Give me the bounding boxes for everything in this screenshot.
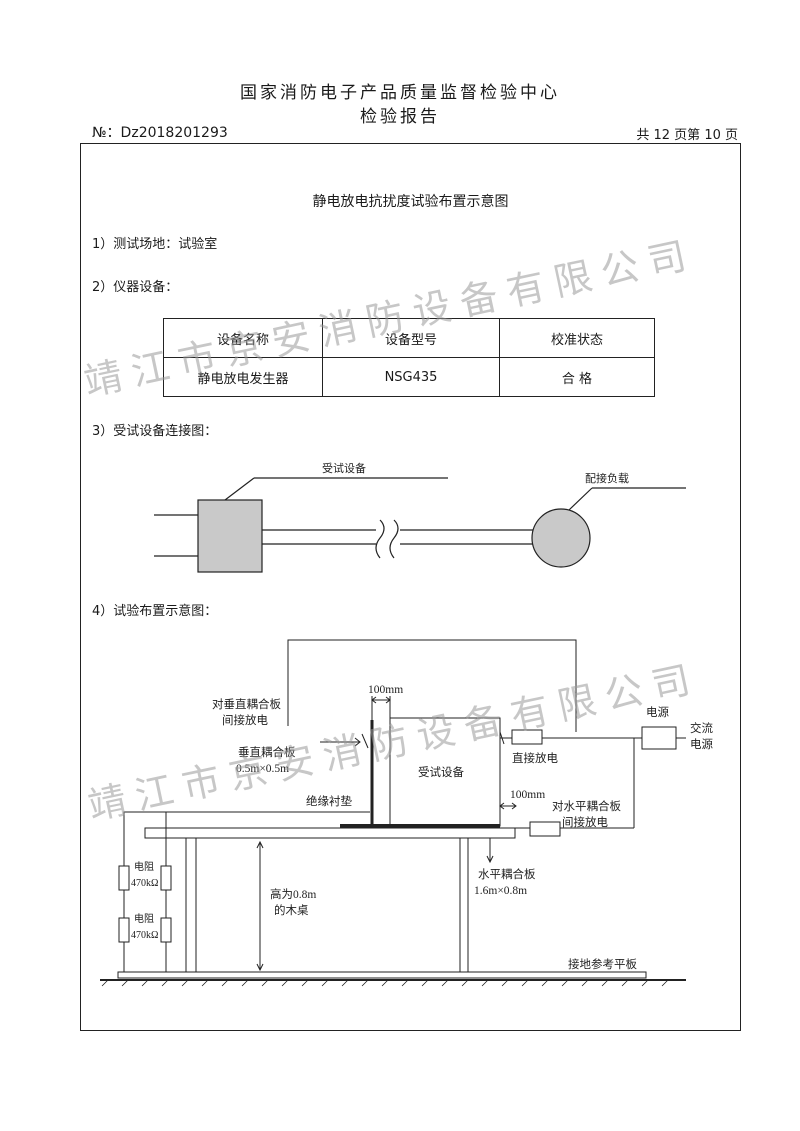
ground-hatch: [101, 979, 669, 987]
label-ac-1: 交流: [690, 721, 713, 735]
discharge-gun-hcp: [529, 821, 561, 837]
label-direct: 直接放电: [512, 751, 558, 765]
resistor-2b: [160, 917, 172, 943]
resistor-1b: [160, 865, 172, 891]
label-resistor-1a: 电阻: [134, 860, 154, 873]
page-number: 共 12 页第 10 页: [636, 128, 738, 143]
label-resistor-1b: 470kΩ: [131, 878, 158, 889]
item-layout: 4）试验布置示意图：: [92, 604, 218, 619]
eut-label: 受试设备: [322, 461, 366, 475]
table-header-cell: 设备型号: [322, 318, 500, 358]
item-instruments: 2）仪器设备：: [92, 280, 179, 295]
label-vcp-2: 0.5m×0.5m: [236, 763, 289, 775]
label-vcp-discharge-2: 间接放电: [222, 713, 268, 727]
label-eut: 受试设备: [418, 765, 464, 779]
table-row: 静电放电发生器 NSG435 合 格: [163, 357, 655, 397]
eut-box: [197, 499, 263, 573]
label-ac-2: 电源: [690, 737, 713, 751]
label-hcp-discharge-2: 间接放电: [562, 815, 608, 829]
table-cell: 合 格: [499, 357, 655, 397]
label-table-1: 高为0.8m: [270, 887, 316, 901]
label-hcp-1: 水平耦合板: [478, 867, 536, 881]
ground-plane: [117, 971, 647, 979]
table-header-cell: 校准状态: [499, 318, 655, 358]
report-frame: [80, 143, 741, 1031]
label-ground-plane: 接地参考平板: [568, 957, 637, 971]
header-report: 检验报告: [360, 107, 440, 127]
item-test-site: 1）测试场地：试验室: [92, 237, 218, 252]
report-number: №：Dz2018201293: [92, 125, 228, 141]
label-insulation: 绝缘衬垫: [306, 794, 352, 808]
resistor-2a: [118, 917, 130, 943]
doc-title: 静电放电抗扰度试验布置示意图: [312, 194, 509, 210]
label-resistor-2b: 470kΩ: [131, 930, 158, 941]
resistor-1a: [118, 865, 130, 891]
equipment-table: 设备名称 设备型号 校准状态 静电放电发生器 NSG435 合 格: [163, 318, 655, 397]
label-vcp-discharge-1: 对垂直耦合板: [212, 697, 281, 711]
header-org: 国家消防电子产品质量监督检验中心: [240, 83, 560, 103]
load-circle: [531, 508, 591, 568]
label-hcp-2: 1.6m×0.8m: [474, 885, 527, 897]
load-label: 配接负载: [585, 471, 629, 485]
label-spacing-bottom: 100mm: [510, 789, 545, 801]
table-cell: 静电放电发生器: [163, 357, 323, 397]
label-vcp-1: 垂直耦合板: [238, 745, 296, 759]
item-connection: 3）受试设备连接图：: [92, 424, 218, 439]
label-table-2: 的木桌: [274, 903, 309, 917]
power-box: [641, 726, 677, 750]
table-top: [144, 827, 516, 839]
connection-diagram: [154, 477, 686, 573]
label-spacing-top: 100mm: [368, 684, 403, 696]
label-hcp-discharge-1: 对水平耦合板: [552, 799, 621, 813]
table-cell: NSG435: [322, 357, 500, 397]
discharge-gun-direct: [511, 729, 543, 745]
label-resistor-2a: 电阻: [134, 912, 154, 925]
label-power: 电源: [646, 705, 669, 719]
layout-diagram: [100, 639, 686, 987]
